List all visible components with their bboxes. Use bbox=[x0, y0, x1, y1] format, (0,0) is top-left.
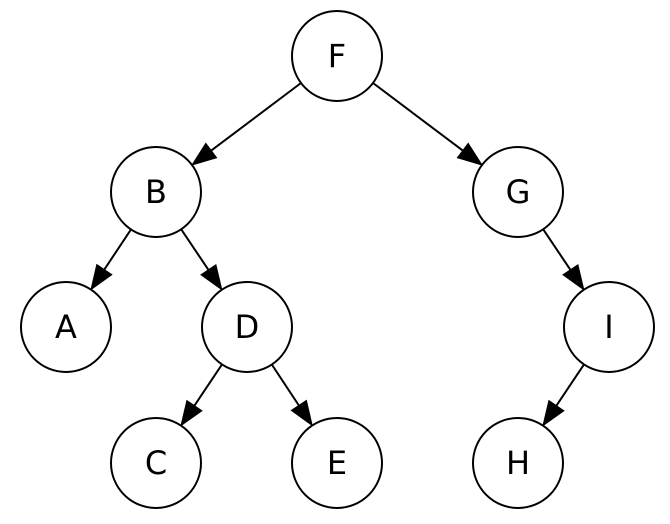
node-circle bbox=[110, 146, 202, 238]
edge-line bbox=[103, 228, 132, 271]
tree-node-A: A bbox=[20, 281, 112, 373]
edge-F-G bbox=[372, 82, 484, 166]
tree-node-I: I bbox=[563, 281, 655, 373]
tree-node-G: G bbox=[472, 146, 564, 238]
arrowhead-icon bbox=[190, 142, 218, 166]
node-label: C bbox=[145, 444, 167, 482]
edge-line bbox=[270, 363, 300, 407]
edge-line bbox=[555, 363, 585, 407]
node-label: E bbox=[327, 444, 347, 482]
edge-line bbox=[372, 82, 464, 152]
node-circle bbox=[291, 10, 383, 102]
edge-line bbox=[542, 228, 572, 271]
tree-node-F: F bbox=[291, 10, 383, 102]
node-label: A bbox=[55, 308, 77, 346]
tree-node-H: H bbox=[472, 417, 564, 509]
node-label: H bbox=[506, 444, 530, 482]
node-label: G bbox=[506, 173, 531, 211]
tree-node-B: B bbox=[110, 146, 202, 238]
arrowhead-icon bbox=[542, 399, 565, 427]
arrowhead-icon bbox=[456, 142, 484, 166]
node-circle bbox=[472, 417, 564, 509]
edge-D-C bbox=[180, 363, 223, 427]
arrowhead-icon bbox=[562, 263, 585, 291]
edge-F-B bbox=[190, 82, 302, 166]
tree-node-C: C bbox=[110, 417, 202, 509]
node-circle bbox=[563, 281, 655, 373]
edge-B-D bbox=[180, 228, 223, 291]
arrowhead-icon bbox=[90, 263, 113, 291]
edge-D-E bbox=[270, 363, 313, 427]
node-circle bbox=[472, 146, 564, 238]
arrowhead-icon bbox=[200, 263, 223, 291]
node-label: I bbox=[604, 308, 613, 346]
edge-line bbox=[193, 363, 223, 407]
node-circle bbox=[110, 417, 202, 509]
nodes-layer: F B G A D I C E H bbox=[20, 10, 655, 509]
node-label: D bbox=[235, 308, 260, 346]
edge-line bbox=[210, 82, 302, 152]
edge-I-H bbox=[542, 363, 585, 427]
node-label: F bbox=[328, 37, 346, 75]
edges-layer bbox=[90, 82, 585, 427]
tree-node-E: E bbox=[291, 417, 383, 509]
edge-B-A bbox=[90, 228, 132, 291]
node-label: B bbox=[145, 173, 167, 211]
tree-node-D: D bbox=[201, 281, 293, 373]
node-circle bbox=[20, 281, 112, 373]
edge-line bbox=[180, 228, 210, 271]
node-circle bbox=[291, 417, 383, 509]
arrowhead-icon bbox=[290, 399, 313, 427]
arrowhead-icon bbox=[180, 399, 203, 427]
edge-G-I bbox=[542, 228, 585, 291]
node-circle bbox=[201, 281, 293, 373]
